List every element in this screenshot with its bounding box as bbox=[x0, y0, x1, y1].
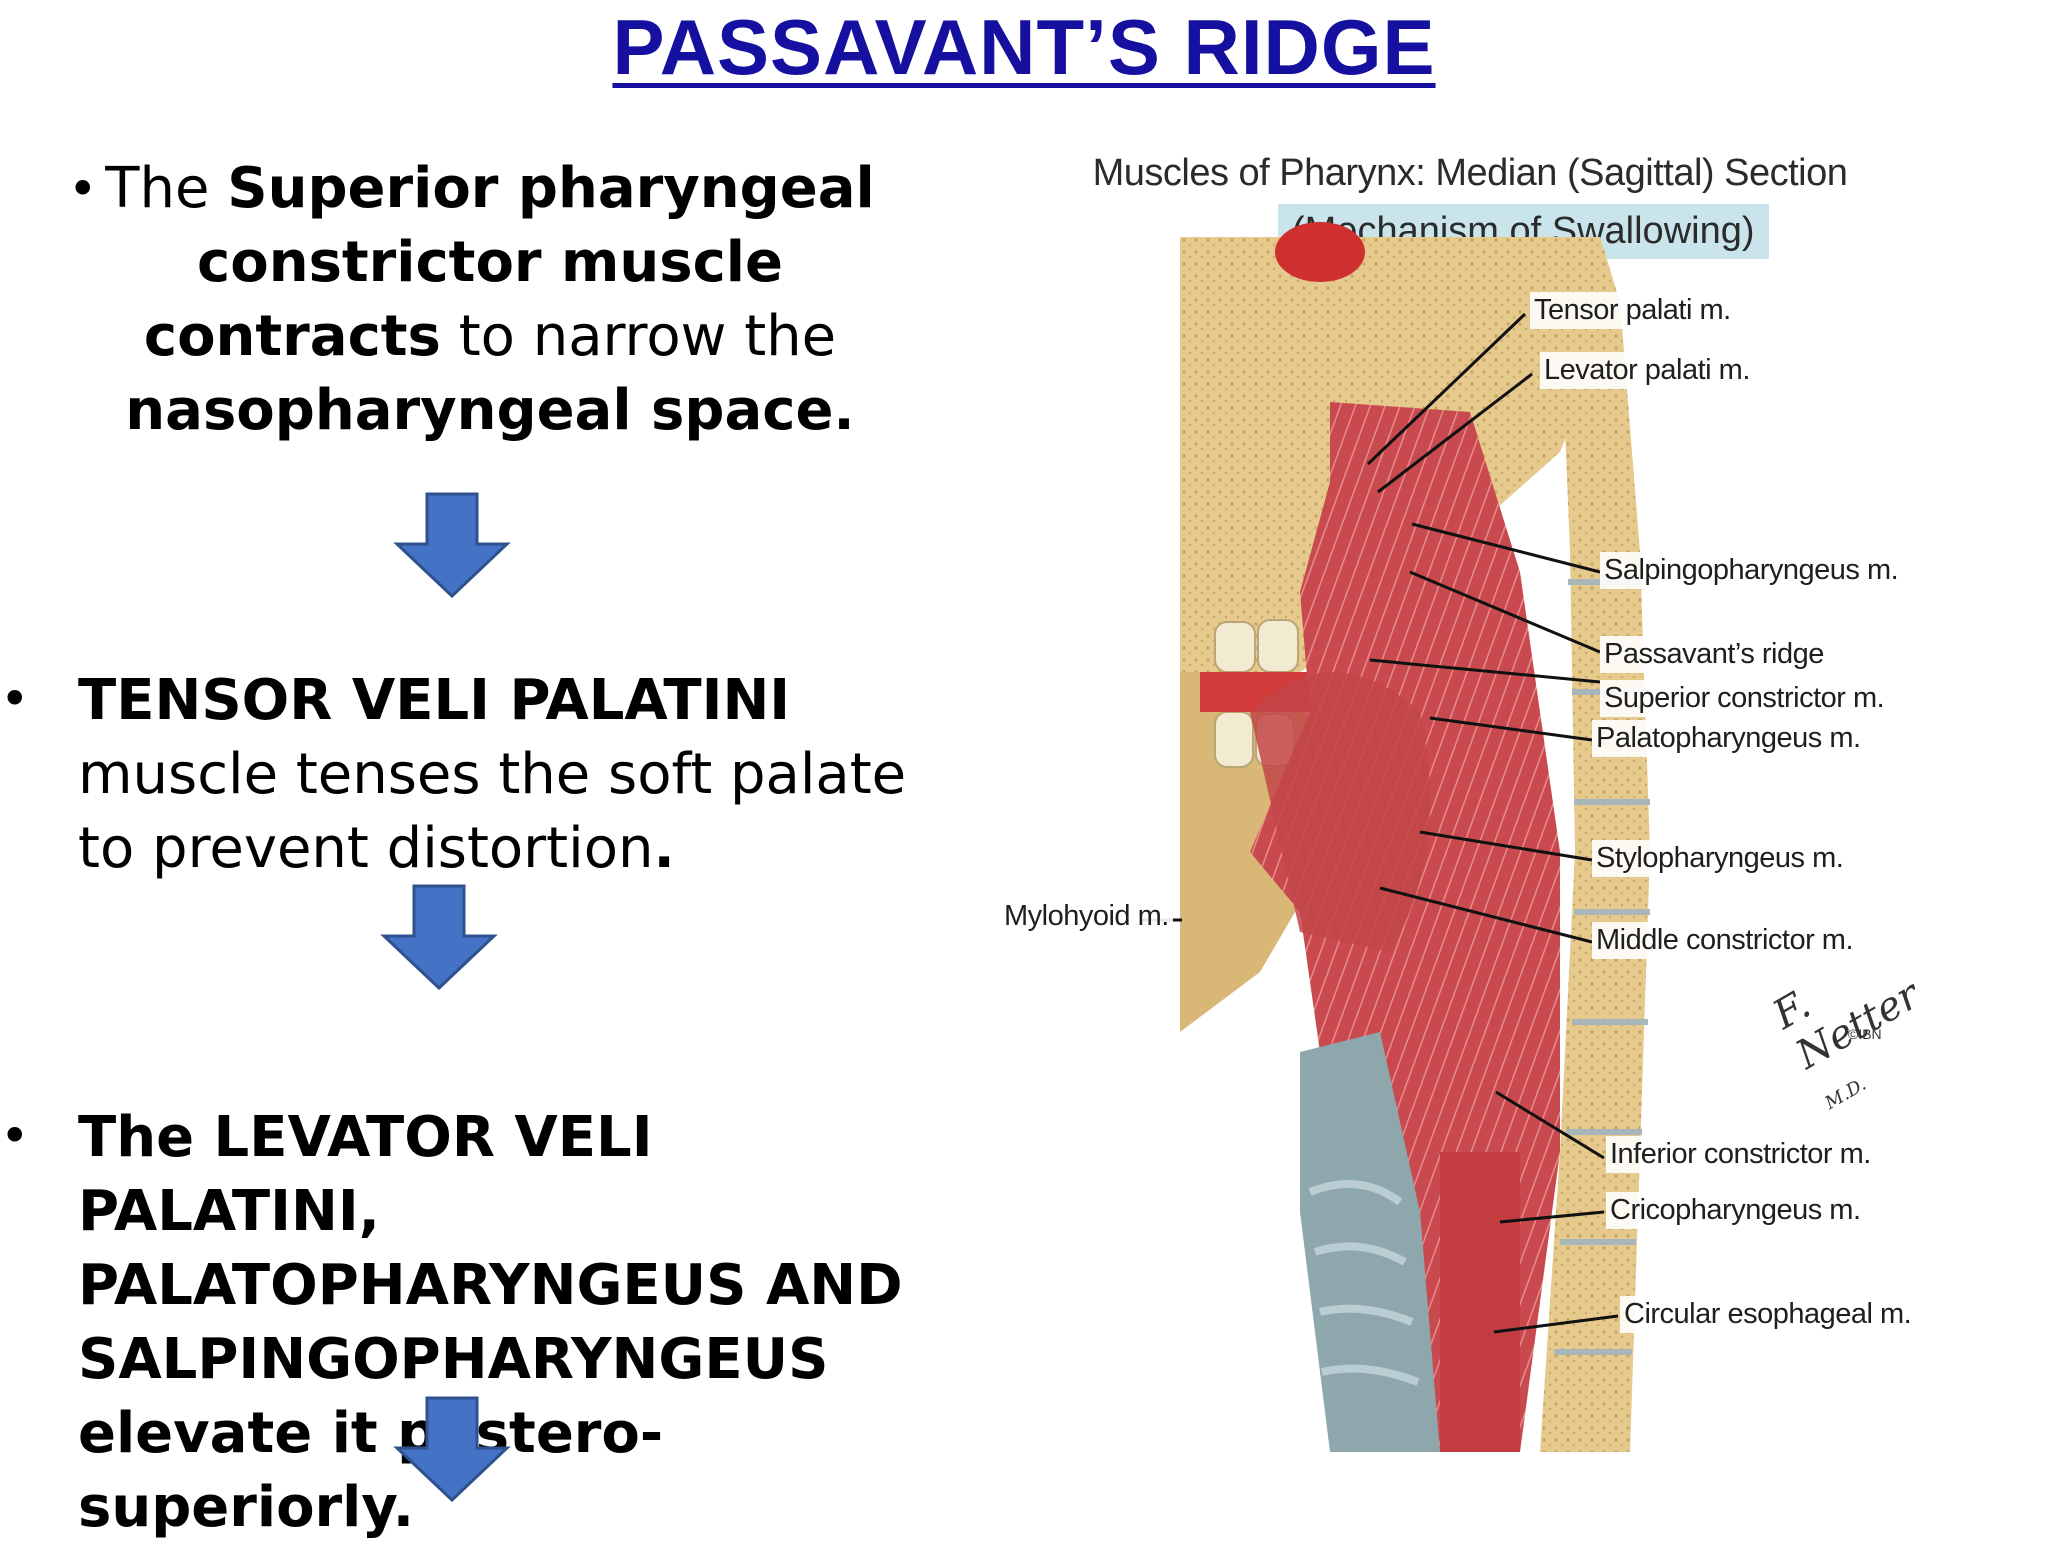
label-middle-constrictor: Middle constrictor m. bbox=[1592, 922, 1858, 959]
bullet-3-text: The LEVATOR VELI PALATINI, PALATOPHARYNG… bbox=[78, 1105, 903, 1540]
bullet-2-bold-muscle: TENSOR VELI PALATINI bbox=[78, 668, 791, 733]
sagittal-section-illustration bbox=[1140, 222, 1650, 1452]
label-palatopharyngeus: Palatopharyngeus m. bbox=[1592, 720, 1865, 757]
slide-title: PASSAVANT’S RIDGE bbox=[612, 3, 1436, 91]
label-cricopharyngeus: Cricopharyngeus m. bbox=[1606, 1192, 1865, 1229]
leader-lines bbox=[1140, 312, 1619, 1334]
bullet-1-middle: to narrow the bbox=[440, 304, 837, 369]
bullet-2-text: TENSOR VELI PALATINI muscle tenses the s… bbox=[78, 664, 958, 886]
label-superior-constrictor: Superior constrictor m. bbox=[1600, 680, 1889, 717]
esophagus bbox=[1440, 1152, 1520, 1452]
bullet-1-bold-muscle: Superior pharyngeal constrictor muscle c… bbox=[143, 156, 875, 369]
down-arrow-shape bbox=[393, 1396, 511, 1503]
label-inferior-constrictor: Inferior constrictor m. bbox=[1606, 1136, 1875, 1173]
bullet-1-lead: The bbox=[105, 156, 228, 221]
bullet-3-marker: • bbox=[0, 1107, 30, 1165]
down-arrow-shape bbox=[393, 492, 511, 599]
bullet-2-marker: • bbox=[0, 670, 30, 728]
label-mylohyoid: Mylohyoid m. bbox=[1000, 898, 1173, 935]
bullet-1-marker: • bbox=[68, 160, 98, 218]
bullet-1-text: The Superior pharyngeal constrictor musc… bbox=[70, 152, 910, 448]
down-arrow-icon bbox=[380, 884, 498, 991]
larynx-trachea bbox=[1300, 1032, 1440, 1452]
tongue bbox=[1250, 672, 1430, 952]
label-passavants-ridge: Passavant’s ridge bbox=[1600, 636, 1828, 673]
down-arrow-shape bbox=[380, 884, 498, 991]
publisher-mark: ©IBN bbox=[1848, 1026, 1882, 1042]
bullet-2-period: . bbox=[653, 816, 675, 881]
down-arrow-icon bbox=[393, 1396, 511, 1503]
bullet-2-body: muscle tenses the soft palate to prevent… bbox=[78, 742, 907, 881]
bullet-1-bold-space: nasopharyngeal space. bbox=[125, 378, 855, 443]
label-stylopharyngeus: Stylopharyngeus m. bbox=[1592, 840, 1848, 877]
label-levator-palati: Levator palati m. bbox=[1540, 352, 1754, 389]
pharynx-anatomy-figure: Muscles of Pharynx: Median (Sagittal) Se… bbox=[1000, 152, 1940, 1452]
label-tensor-palati: Tensor palati m. bbox=[1530, 292, 1735, 329]
figure-title: Muscles of Pharynx: Median (Sagittal) Se… bbox=[1092, 152, 1848, 194]
label-salpingopharyngeus: Salpingopharyngeus m. bbox=[1600, 552, 1903, 589]
down-arrow-icon bbox=[393, 492, 511, 599]
sinus bbox=[1275, 222, 1365, 282]
label-circular-esophageal: Circular esophageal m. bbox=[1620, 1296, 1916, 1333]
cartilage bbox=[1308, 1180, 1420, 1386]
